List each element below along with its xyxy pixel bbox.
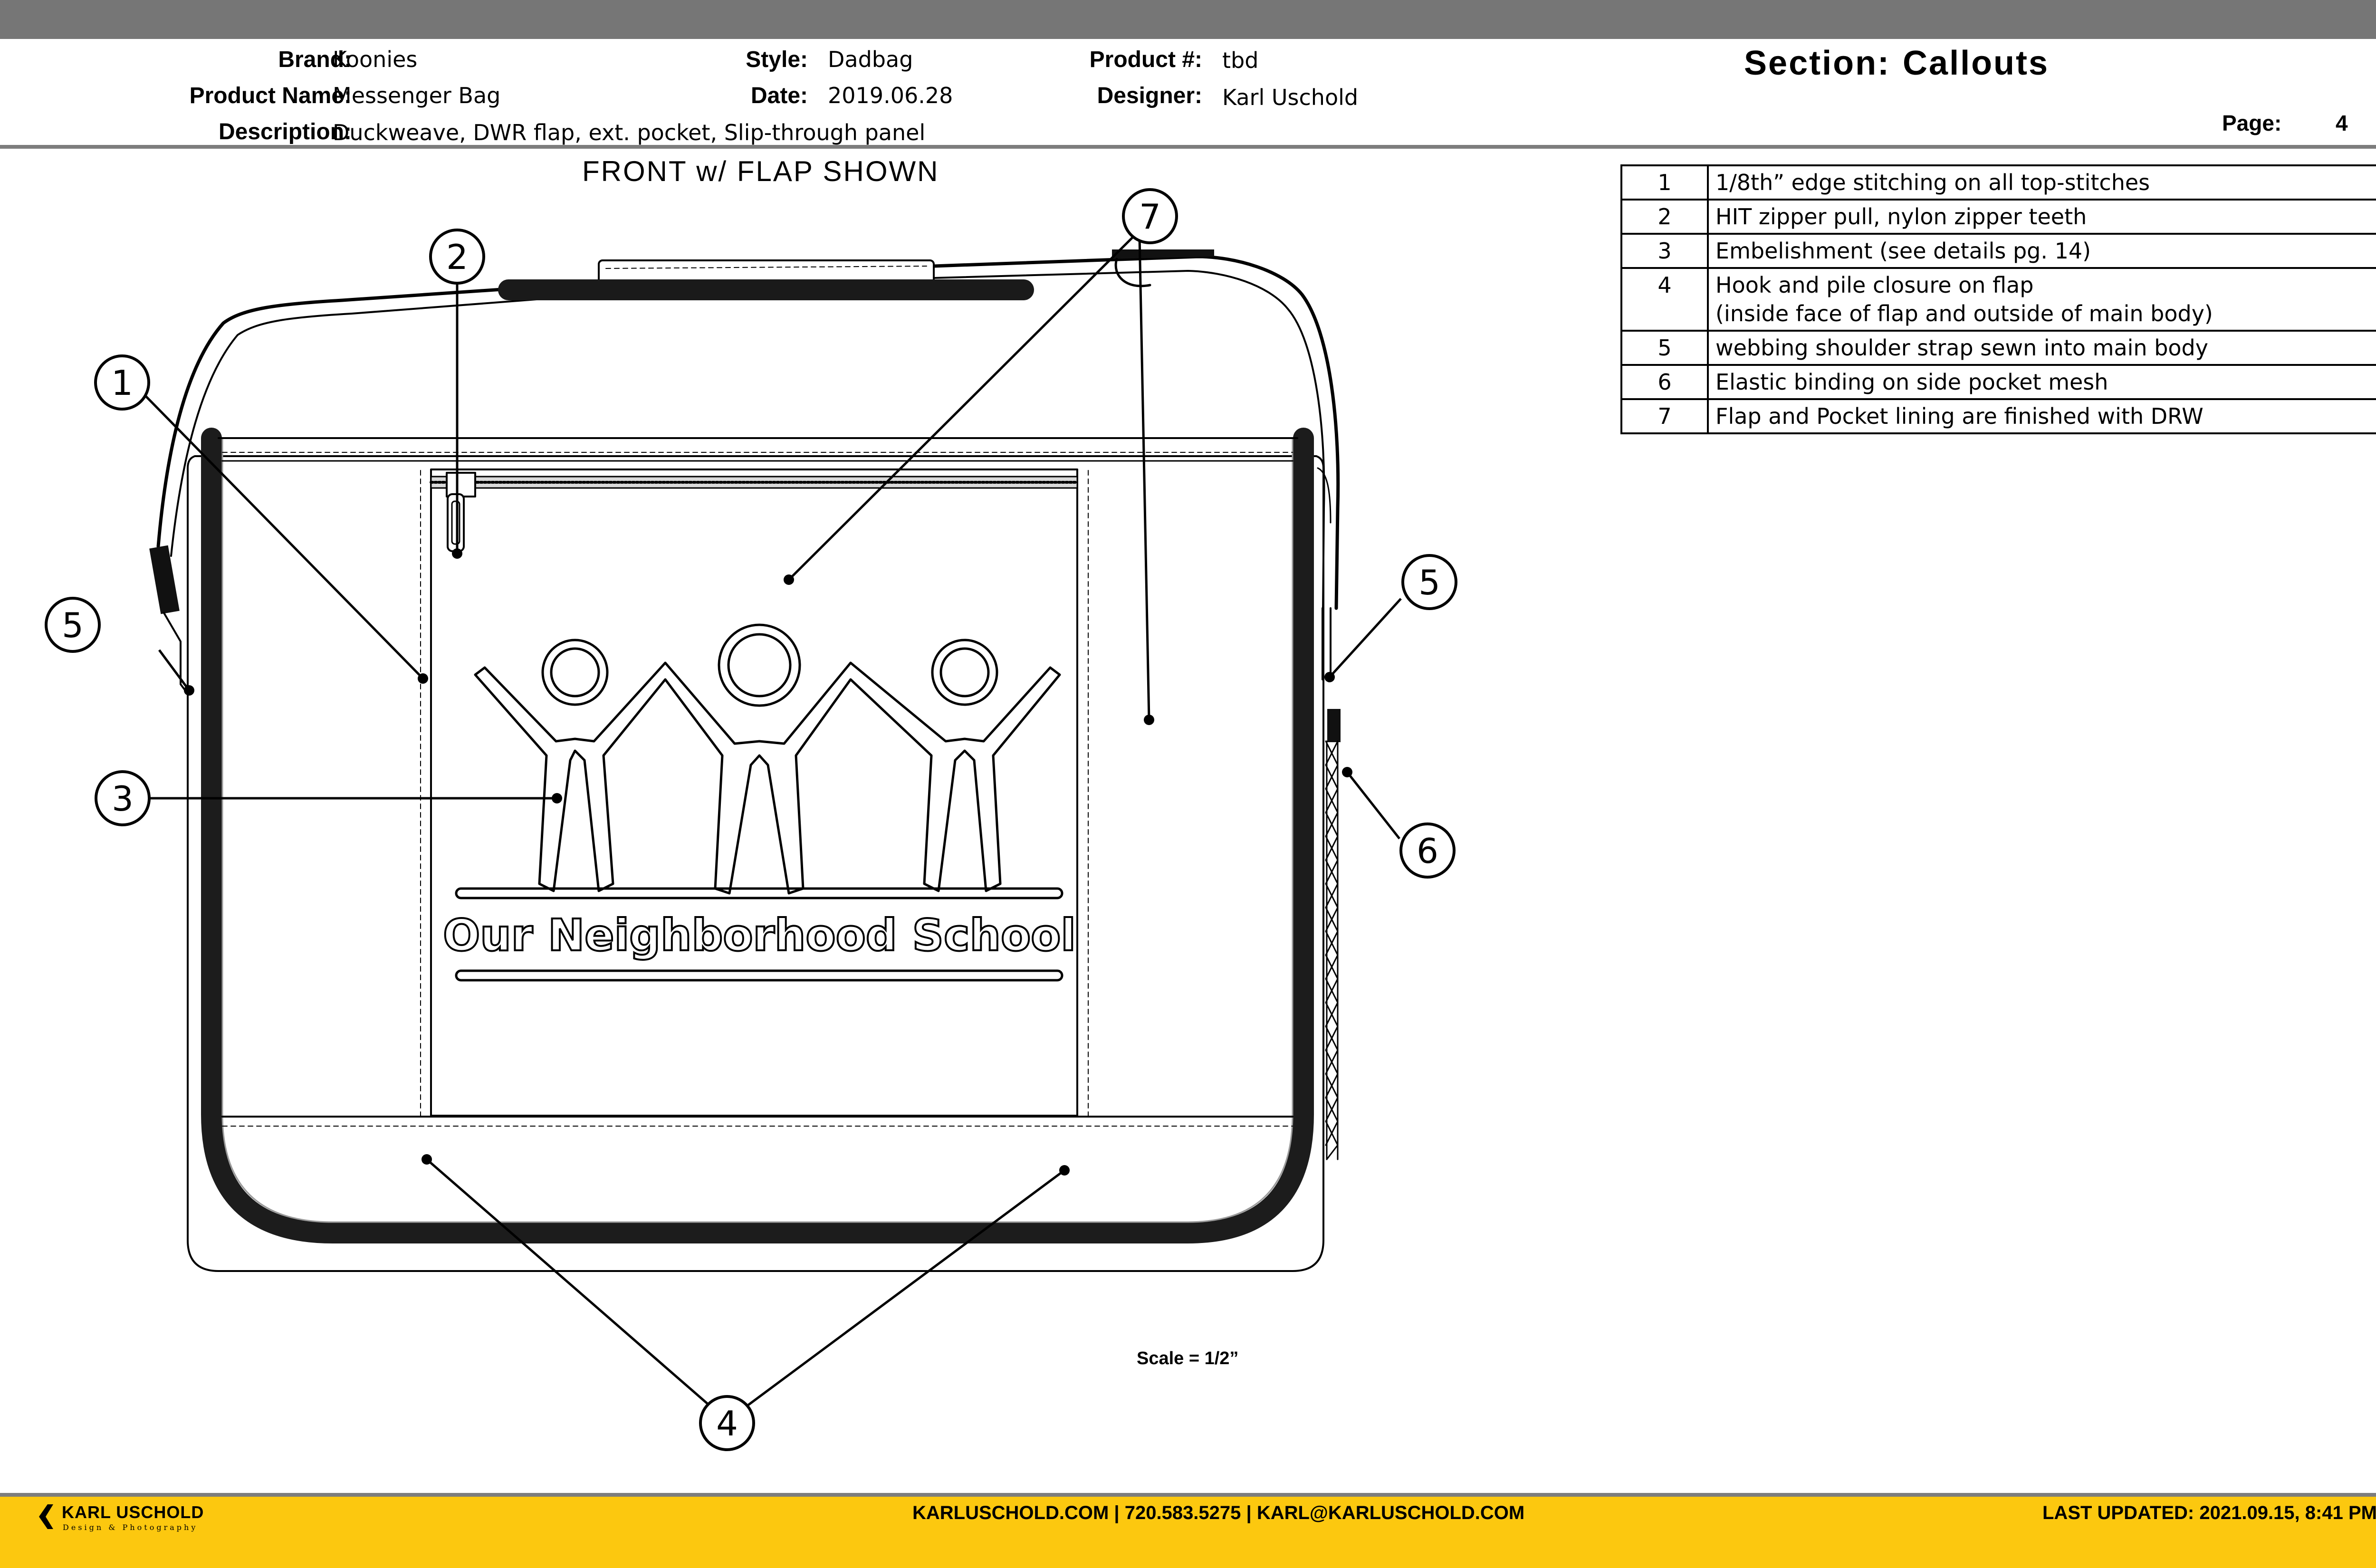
product-number-value: tbd (1222, 48, 1259, 73)
bag-body-outline (187, 455, 1324, 1272)
view-title: FRONT w/ FLAP SHOWN (582, 155, 939, 187)
callout-bubble-2: 2 (446, 237, 468, 277)
callout-text: Flap and Pocket lining are finished with… (1707, 398, 2376, 434)
callout-bubble-3: 3 (112, 779, 134, 819)
designer-value: Karl Uschold (1222, 85, 1359, 110)
designer-label: Designer: (1097, 83, 1202, 108)
callout-text: HIT zipper pull, nylon zipper teeth (1707, 199, 2376, 235)
callout-text: webbing shoulder strap sewn into main bo… (1707, 330, 2376, 366)
shoulder-strap (156, 281, 601, 548)
embroidery-text: Our Neighborhood School (443, 910, 1076, 961)
footer-divider (0, 1493, 2376, 1497)
logo-name: KARL USCHOLD (62, 1502, 204, 1522)
page-label: Page: (2222, 111, 2282, 135)
callout-number: 5 (1620, 330, 1709, 366)
callout-number: 4 (1620, 267, 1709, 332)
brand-value: Koonies (333, 47, 418, 72)
page-number: 4 (2336, 111, 2348, 135)
callout-bubbles (45, 188, 1457, 1451)
callout-text: 1/8th” edge stitching on all top-stitche… (1707, 164, 2376, 201)
callout-text: Elastic binding on side pocket mesh (1707, 364, 2376, 400)
callout-bubble-5-left: 5 (62, 605, 84, 645)
section-title: Section: Callouts (1744, 44, 2049, 83)
callout-bubble-7: 7 (1139, 197, 1161, 237)
style-value: Dadbag (828, 47, 913, 72)
product-number-label: Product #: (1089, 47, 1202, 72)
callout-number: 3 (1620, 233, 1709, 269)
brand-label: Brand: (278, 47, 352, 72)
callout-text: Embelishment (see details pg. 14) (1707, 233, 2376, 269)
date-label: Date: (750, 83, 808, 108)
description-value: Duckweave, DWR flap, ext. pocket, Slip-t… (333, 120, 926, 145)
date-value: 2019.06.28 (828, 83, 953, 108)
callout-text: Hook and pile closure on flap (inside fa… (1707, 267, 2376, 332)
product-name-value: Messenger Bag (333, 83, 501, 108)
callout-bubble-1: 1 (111, 363, 133, 403)
callout-number: 2 (1620, 199, 1709, 235)
description-label: Description: (218, 119, 352, 144)
logo-tagline: Design & Photography (63, 1523, 198, 1532)
front-pocket (430, 468, 1078, 1117)
callout-bubble-5-right: 5 (1418, 563, 1440, 602)
header-divider (0, 145, 2376, 149)
flap-binding (201, 428, 1314, 1243)
strap-buckle (149, 545, 180, 614)
section-value: Callouts (1903, 44, 2050, 82)
product-name-label: Product Name: (189, 83, 352, 108)
footer-bar (0, 1497, 2376, 1568)
zipper-pull-icon (446, 472, 476, 552)
callout-number: 1 (1620, 164, 1709, 201)
top-bar (0, 0, 2376, 39)
section-label: Section: (1744, 44, 1891, 82)
callout-number: 7 (1620, 398, 1709, 434)
karl-uschold-logo-icon (39, 1504, 53, 1529)
handle-rolled-edge (498, 279, 1034, 300)
callout-bubble-4: 4 (716, 1404, 738, 1444)
last-updated: LAST UPDATED: 2021.09.15, 8:41 PM (2042, 1502, 2376, 1523)
style-label: Style: (746, 47, 808, 72)
scale-note: Scale = 1/2” (1137, 1348, 1239, 1368)
footer-contact: KARLUSCHOLD.COM | 720.583.5275 | KARL@KA… (912, 1502, 1525, 1523)
callout-number: 6 (1620, 364, 1709, 400)
school-logo-embellishment (455, 623, 1063, 982)
callout-bubble-6: 6 (1417, 831, 1438, 871)
